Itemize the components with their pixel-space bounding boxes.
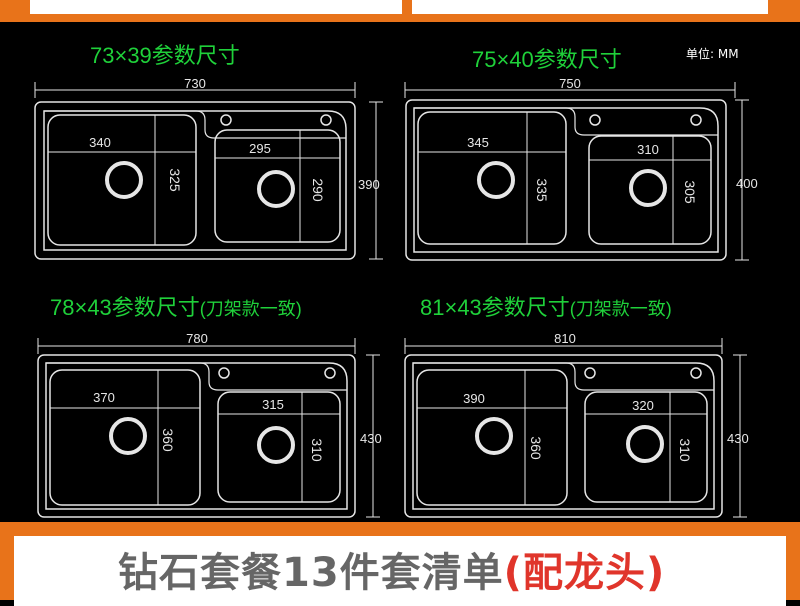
sink-2-left-drain [477,161,515,199]
package-title-main: 钻石套餐13件套清单 [118,550,504,596]
sink-4-inner [412,362,715,510]
sink-3-diagram [37,338,380,518]
sink-3-right-height-label: 310 [309,438,325,462]
sink-3-left-drain [109,417,147,455]
sink-2-right-width-label: 310 [637,142,659,157]
sink-2-diagram [404,82,749,261]
sink-3-left-height-label: 360 [160,428,176,452]
sink-1-faucet-hole [220,114,232,126]
sink-1-width-label: 730 [184,76,206,91]
top-card-right [412,0,768,14]
package-title: 钻石套餐13件套清单(配龙头) [118,540,665,598]
sink-3-title-main: 78×43参数尺寸 [50,295,200,320]
sink-2-right-height-label: 305 [682,180,698,204]
sink-3-width-label: 780 [186,331,208,346]
sink-2-left-bowl [417,111,567,245]
sink-2-left-width-label: 345 [467,135,489,150]
sink-4-outline [404,354,723,518]
sink-3-soap-hole [324,367,336,379]
sink-2-height-label: 400 [736,176,758,191]
sink-1-soap-hole [320,114,332,126]
sink-4-left-drain [475,417,513,455]
sink-2-width-label: 750 [559,76,581,91]
sink-1-title: 73×39参数尺寸 [90,43,240,68]
sink-2-right-drain [629,169,667,207]
sink-3-left-bowl [49,369,201,506]
sink-3-title-note: (刀架款一致) [199,299,302,319]
sink-4-diagram [404,338,747,518]
sink-4-width-label: 810 [554,331,576,346]
sink-1-diagram [34,82,383,260]
sink-4-title-main: 81×43参数尺寸 [420,295,570,320]
sink-1-left-drain [105,161,143,199]
units-label: 单位: MM [686,47,739,61]
bottom-banner [0,522,800,606]
sink-4-left-width-label: 390 [463,391,485,406]
sink-1-right-width-label: 295 [249,141,271,156]
sink-2-faucet-hole [589,114,601,126]
sink-1-right-height-label: 290 [310,178,326,202]
sink-3-height-label: 430 [360,431,382,446]
sink-3-title: 78×43参数尺寸(刀架款一致) [50,290,302,322]
sink-3-outline [37,354,356,518]
sink-4-title: 81×43参数尺寸(刀架款一致) [420,290,672,322]
sink-1-right-drain [257,170,295,208]
sink-1-inner [43,110,347,251]
sink-2-right-bowl [588,135,712,245]
sink-2-title: 75×40参数尺寸 [472,47,622,72]
sink-3-left-width-label: 370 [93,390,115,405]
sink-2-left-height-label: 335 [534,178,550,202]
sink-1-height-label: 390 [358,177,380,192]
sink-1-outline [34,101,356,260]
top-card-left [30,0,402,14]
sink-1-left-width-label: 340 [89,135,111,150]
sink-4-right-width-label: 320 [632,398,654,413]
sink-1-right-bowl [214,129,341,243]
sink-3-right-drain [257,426,295,464]
sink-1-left-height-label: 325 [167,168,183,192]
sink-4-left-height-label: 360 [528,436,544,460]
sink-4-title-note: (刀架款一致) [569,299,672,319]
sink-2-inner [413,107,719,253]
sink-3-faucet-hole [218,367,230,379]
sink-3-right-width-label: 315 [262,397,284,412]
sink-4-right-bowl [584,391,708,503]
sink-3-inner [45,362,348,510]
bottom-panel [14,536,786,606]
sink-4-height-label: 430 [727,431,749,446]
sink-4-right-height-label: 310 [677,438,693,462]
sink-2-soap-hole [690,114,702,126]
sink-4-soap-hole [690,367,702,379]
sink-4-right-drain [626,425,664,463]
package-title-accent: (配龙头) [503,550,666,596]
sink-2-outline [405,99,727,261]
top-banner [0,0,800,22]
sink-4-left-bowl [416,369,568,506]
sink-1-left-bowl [47,114,197,246]
sink-4-faucet-hole [584,367,596,379]
sink-3-right-bowl [217,391,341,503]
